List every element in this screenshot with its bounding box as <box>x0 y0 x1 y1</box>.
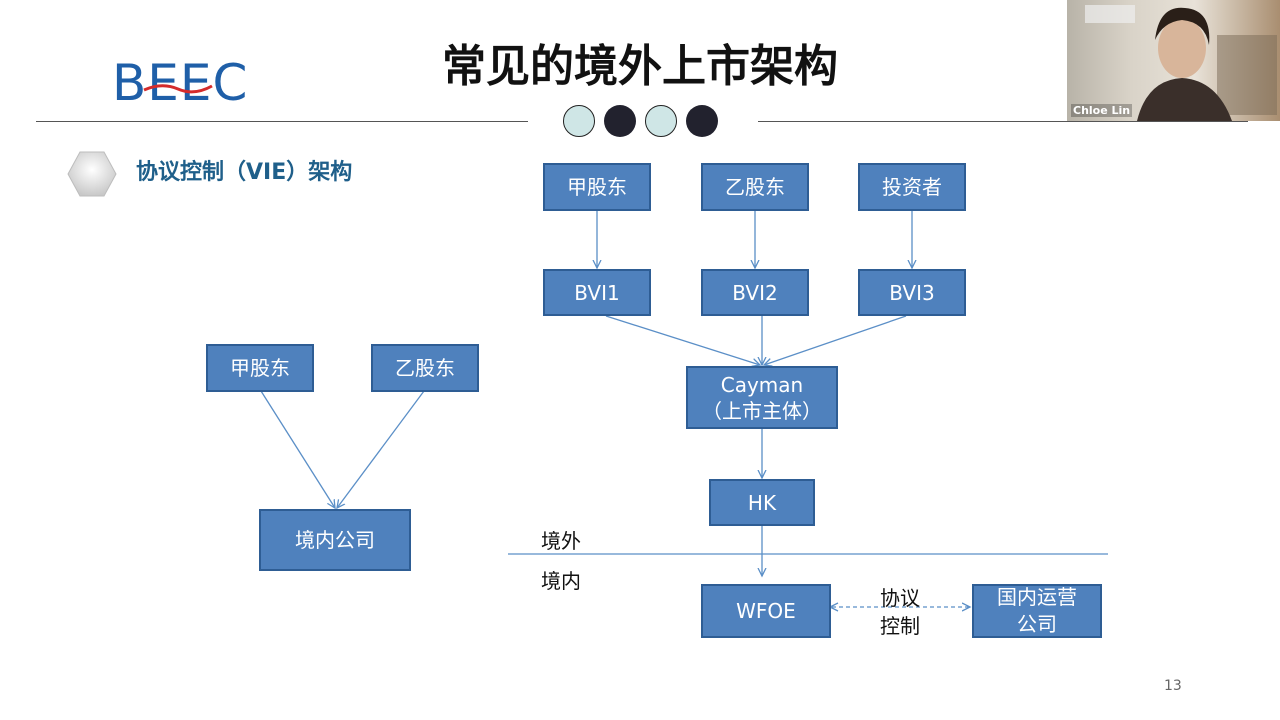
shareholder-b-label: 乙股东 <box>725 175 785 199</box>
logo-wave-icon <box>143 84 213 94</box>
hk-label: HK <box>747 490 777 515</box>
hk-box: HK <box>709 479 815 526</box>
header-divider-right <box>758 121 1248 122</box>
participant-avatar <box>1085 5 1277 121</box>
domestic-company-box: 境内公司 <box>259 509 411 571</box>
decor-dot-3 <box>645 105 677 137</box>
bvi3-box: BVI3 <box>858 269 966 316</box>
page-number: 13 <box>1164 678 1182 694</box>
slide-title: 常见的境外上市架构 <box>442 41 838 92</box>
wfoe-box: WFOE <box>701 584 831 638</box>
logo-text: BEEC <box>112 54 249 112</box>
beec-logo: BEEC <box>112 58 248 108</box>
cayman-label: Cayman <box>720 372 804 397</box>
bvi3-label: BVI3 <box>889 280 935 305</box>
decor-dot-1 <box>563 105 595 137</box>
shareholder-b-box: 乙股东 <box>701 163 809 211</box>
left-shareholder-a-label: 甲股东 <box>230 356 290 380</box>
arrow-bvi1-to-cayman <box>605 315 760 365</box>
left-shareholder-a-box: 甲股东 <box>206 344 314 392</box>
cayman-box: Cayman （上市主体） <box>686 366 838 429</box>
participant-video[interactable]: Chloe Lin <box>1067 0 1280 121</box>
opco-line1: 国内运营 <box>997 585 1077 609</box>
investor-label: 投资者 <box>882 175 942 199</box>
header-divider-left <box>36 121 528 122</box>
participant-name: Chloe Lin <box>1071 104 1133 117</box>
arrow-bvi3-to-cayman <box>764 315 907 365</box>
arrow-left-b-to-domestic <box>337 390 425 508</box>
shareholder-a-box: 甲股东 <box>543 163 651 211</box>
bvi1-label: BVI1 <box>574 280 620 305</box>
bvi2-box: BVI2 <box>701 269 809 316</box>
offshore-label: 境外 <box>541 529 581 553</box>
bvi1-box: BVI1 <box>543 269 651 316</box>
domestic-company-label: 境内公司 <box>295 528 375 552</box>
opco-box: 国内运营 公司 <box>972 584 1102 638</box>
left-shareholder-b-label: 乙股东 <box>395 356 455 380</box>
shareholder-a-label: 甲股东 <box>567 175 627 199</box>
arrow-left-a-to-domestic <box>260 390 335 508</box>
investor-box: 投资者 <box>858 163 966 211</box>
hexagon-bullet-icon <box>66 148 118 204</box>
cayman-sublabel: （上市主体） <box>702 398 822 423</box>
left-shareholder-b-box: 乙股东 <box>371 344 479 392</box>
wfoe-label: WFOE <box>736 599 796 623</box>
decor-dot-2 <box>604 105 636 137</box>
agreement-line1: 协议 <box>880 586 920 610</box>
opco-line2: 公司 <box>1017 612 1057 636</box>
bvi2-label: BVI2 <box>732 280 778 305</box>
agreement-control-label: 协议 控制 <box>880 584 920 640</box>
agreement-line2: 控制 <box>880 614 920 638</box>
section-title: 协议控制（VIE）架构 <box>136 160 353 185</box>
onshore-label: 境内 <box>541 569 581 593</box>
decor-dot-4 <box>686 105 718 137</box>
